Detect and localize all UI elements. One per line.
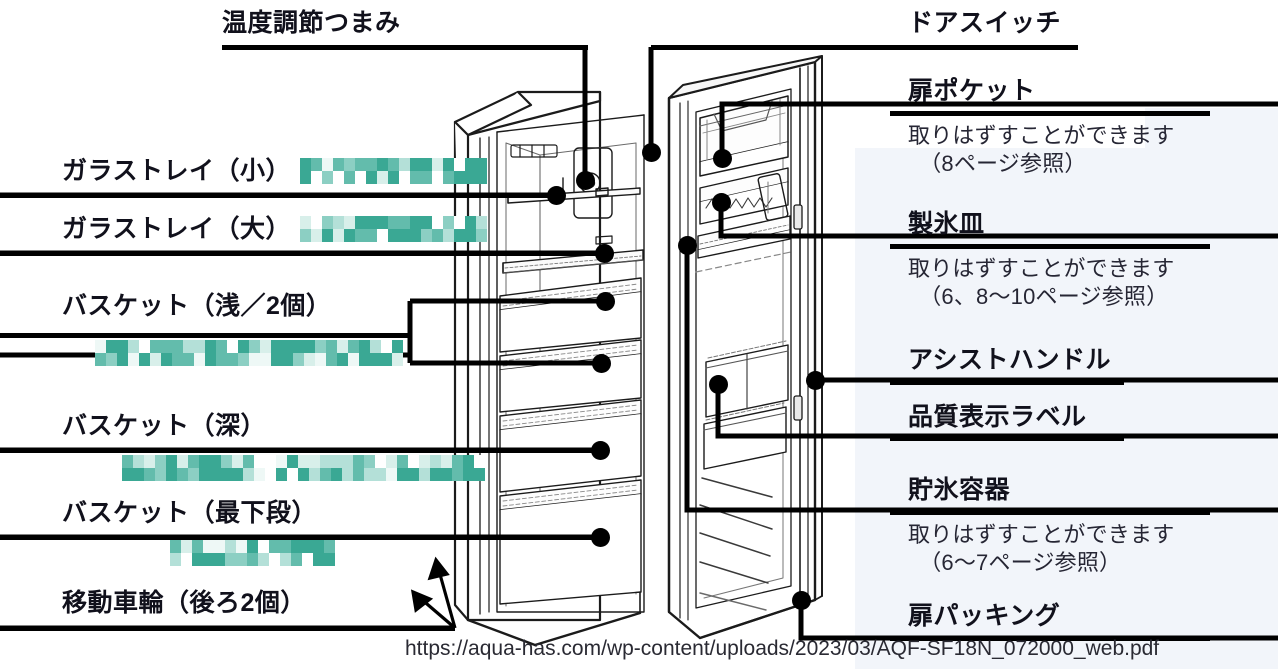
label-ice-container: 貯氷容器 bbox=[908, 476, 1011, 504]
leader-dot-basket-deep bbox=[591, 441, 610, 460]
redaction-glass-tray-small bbox=[300, 158, 487, 184]
label-glass-tray-large: ガラストレイ（大） bbox=[62, 215, 292, 243]
leader-dot-basket-bottom bbox=[591, 528, 610, 547]
leader-dot-basket-shallow-2 bbox=[592, 354, 611, 373]
label-basket-shallow: バスケット（浅／2個） bbox=[62, 292, 332, 320]
rule-door-packing bbox=[890, 636, 1210, 641]
label-assist-handle: アシストハンドル bbox=[908, 346, 1112, 374]
source-url[interactable]: https://aqua-has.com/wp-content/uploads/… bbox=[405, 637, 1160, 660]
label-quality-label: 品質表示ラベル bbox=[908, 403, 1087, 431]
rule-glass-tray-large bbox=[0, 251, 604, 256]
label-door-pocket: 扉ポケット bbox=[908, 77, 1036, 105]
redaction-basket-deep bbox=[122, 455, 485, 481]
rule-quality-label bbox=[890, 436, 1124, 441]
rule-door-switch bbox=[651, 45, 1078, 50]
leader-dot-glass-tray-large bbox=[595, 244, 614, 263]
label-door-switch: ドアスイッチ bbox=[908, 9, 1062, 37]
leader-dot-door-pocket bbox=[713, 149, 732, 168]
rule-basket-shallow bbox=[0, 333, 410, 338]
leader-dot-door-packing bbox=[792, 591, 811, 610]
label-temp-knob: 温度調節つまみ bbox=[222, 9, 401, 37]
rule-basket-bottom bbox=[0, 535, 600, 540]
leader-dot-ice-container bbox=[678, 236, 697, 255]
leader-dot-glass-tray-small bbox=[547, 186, 566, 205]
leader-dot-basket-shallow-1 bbox=[596, 292, 615, 311]
leader-dot-door-switch bbox=[642, 143, 661, 162]
note-door-pocket: 取りはずすことができます （8ページ参照） bbox=[908, 123, 1175, 177]
redaction-glass-tray-large bbox=[300, 216, 487, 242]
label-basket-deep: バスケット（深） bbox=[62, 412, 267, 440]
redaction-basket-bottom bbox=[170, 540, 335, 566]
rule-ice-container bbox=[890, 510, 1210, 515]
rule-temp-knob bbox=[222, 45, 588, 50]
label-caster-wheels: 移動車輪（後ろ2個） bbox=[62, 589, 306, 617]
note-ice-tray: 取りはずすことができます （6、8〜10ページ参照） bbox=[908, 256, 1175, 310]
leader-dot-assist-handle bbox=[806, 371, 825, 390]
label-basket-bottom: バスケット（最下段） bbox=[62, 499, 318, 527]
label-ice-tray: 製氷皿 bbox=[908, 210, 985, 238]
label-glass-tray-small: ガラストレイ（小） bbox=[62, 157, 292, 185]
rule-ice-tray bbox=[890, 244, 1210, 249]
rule-door-pocket bbox=[890, 111, 1210, 116]
redaction-basket-shallow bbox=[95, 340, 403, 366]
rule-basket-deep bbox=[0, 448, 600, 453]
note-ice-container: 取りはずすことができます （6〜7ページ参照） bbox=[908, 522, 1175, 576]
label-door-packing: 扉パッキング bbox=[908, 602, 1061, 630]
rule-glass-tray-small bbox=[0, 193, 556, 198]
leader-dot-quality-label bbox=[709, 375, 728, 394]
rule-assist-handle bbox=[890, 380, 1124, 385]
leader-dot-ice-tray bbox=[712, 193, 731, 212]
rule-caster-wheels bbox=[0, 626, 455, 631]
leader-dot-temp-knob bbox=[576, 171, 595, 190]
